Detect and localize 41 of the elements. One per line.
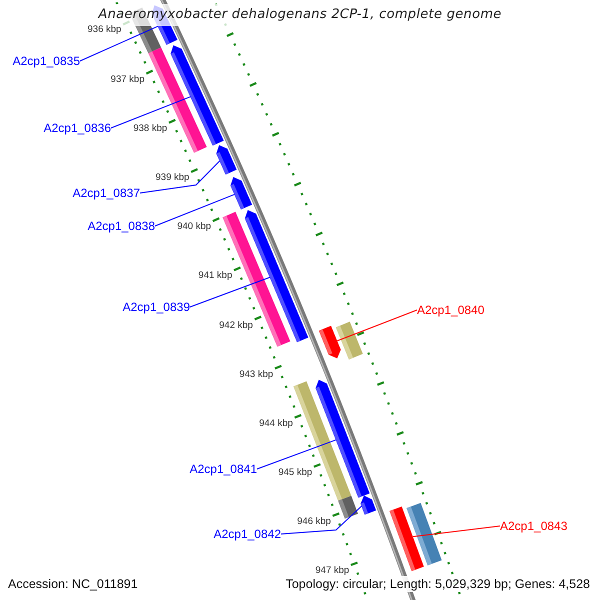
gene-label: A2cp1_0836 xyxy=(44,121,111,135)
leader-line xyxy=(140,160,220,194)
leader-line xyxy=(154,194,235,226)
gene-block xyxy=(360,496,376,515)
gene-block xyxy=(318,326,341,358)
feature-bar xyxy=(406,502,442,566)
scale-label: 945 kbp xyxy=(278,467,312,478)
scale-label: 938 kbp xyxy=(133,122,168,134)
accession-text: Accession: NC_011891 xyxy=(6,576,140,592)
leader-line xyxy=(280,506,362,534)
scale-label: 937 kbp xyxy=(110,74,144,85)
leader-line xyxy=(336,310,418,342)
gene-label: A2cp1_0839 xyxy=(122,300,190,314)
scale-label: 941 kbp xyxy=(198,270,232,282)
gene-block xyxy=(216,145,237,174)
gene-block xyxy=(230,177,252,210)
leader-line xyxy=(256,439,337,470)
gene-label: A2cp1_0841 xyxy=(190,462,257,476)
scale-label: 947 kbp xyxy=(315,565,350,576)
leader-line xyxy=(412,526,500,538)
scale-label: 943 kbp xyxy=(239,368,274,380)
scale-label: 940 kbp xyxy=(177,221,212,232)
gene-label: A2cp1_0838 xyxy=(88,219,155,233)
scale-label: 942 kbp xyxy=(219,320,253,331)
gene-block xyxy=(316,380,370,498)
genome-summary-text: Topology: circular; Length: 5,029,329 bp; Genes: 4,528 xyxy=(284,576,592,592)
gene-label: A2cp1_0843 xyxy=(500,519,568,533)
feature-bar xyxy=(336,322,363,360)
leader-line xyxy=(190,276,271,308)
gene-label: A2cp1_0835 xyxy=(12,54,80,68)
leader-line xyxy=(110,96,192,128)
feature-bar xyxy=(338,496,358,519)
gene-label: A2cp1_0842 xyxy=(214,527,281,541)
scale-label: 936 kbp xyxy=(88,24,122,36)
scale-label: 944 kbp xyxy=(259,418,293,429)
scale-label: 946 kbp xyxy=(297,516,331,528)
gene-label: A2cp1_0840 xyxy=(417,303,484,317)
gene-block xyxy=(170,45,224,146)
gene-label: A2cp1_0837 xyxy=(72,186,140,200)
scale-label: 939 kbp xyxy=(156,172,190,184)
leader-line xyxy=(80,26,158,62)
